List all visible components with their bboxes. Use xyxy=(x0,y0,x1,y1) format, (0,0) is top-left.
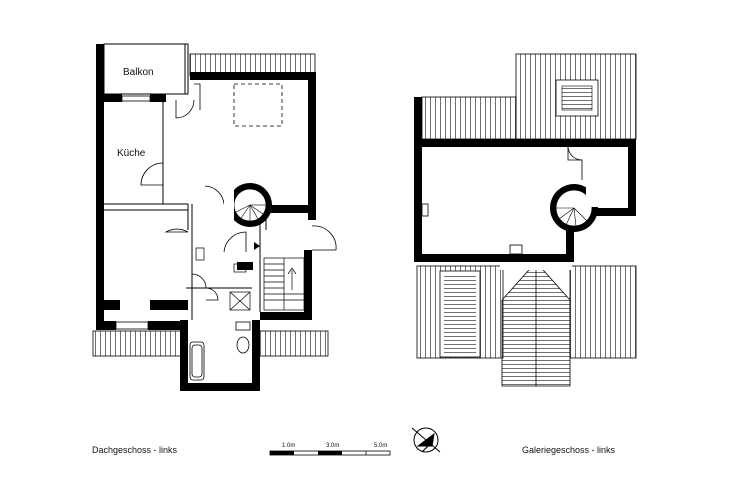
window-marks xyxy=(115,95,233,391)
plan-dachgeschoss: Balkon Küche xyxy=(92,43,337,391)
spiral-stair-icon xyxy=(224,183,272,227)
caption-left: Dachgeschoss - links xyxy=(92,445,178,455)
scale-bar: 1.0m 3.0m 5.0m xyxy=(269,443,391,456)
room-label-balkon: Balkon xyxy=(123,67,154,78)
plan-galeriegeschoss xyxy=(414,53,637,387)
bathtub-icon xyxy=(189,341,205,381)
north-arrow-icon xyxy=(411,427,441,453)
scale-tick-3: 3.0m xyxy=(326,443,339,449)
room-label-kueche: Küche xyxy=(117,148,146,159)
scale-tick-5: 5.0m xyxy=(374,443,387,449)
door-swings xyxy=(140,83,337,301)
walls-dachgeschoss xyxy=(96,44,316,391)
skylight-outline xyxy=(233,83,283,127)
toilet-icon xyxy=(235,321,251,354)
interior-walls xyxy=(104,98,267,320)
roof-bottom-right xyxy=(569,265,637,359)
roof-strip-bottom-right xyxy=(257,330,329,357)
wall-details xyxy=(421,146,583,255)
stair-flight xyxy=(263,257,305,311)
shower-icon xyxy=(229,291,251,311)
walls-galeriegeschoss xyxy=(414,97,636,262)
scale-tick-1: 1.0m xyxy=(282,443,295,449)
caption-right: Galeriegeschoss - links xyxy=(522,445,616,455)
spiral-stair-icon xyxy=(550,184,600,232)
stair-direction-arrow-icon xyxy=(254,242,260,250)
roof-strip-bottom-left xyxy=(92,330,184,357)
washbasin-icon xyxy=(195,247,247,273)
roof-top-left xyxy=(421,96,517,140)
